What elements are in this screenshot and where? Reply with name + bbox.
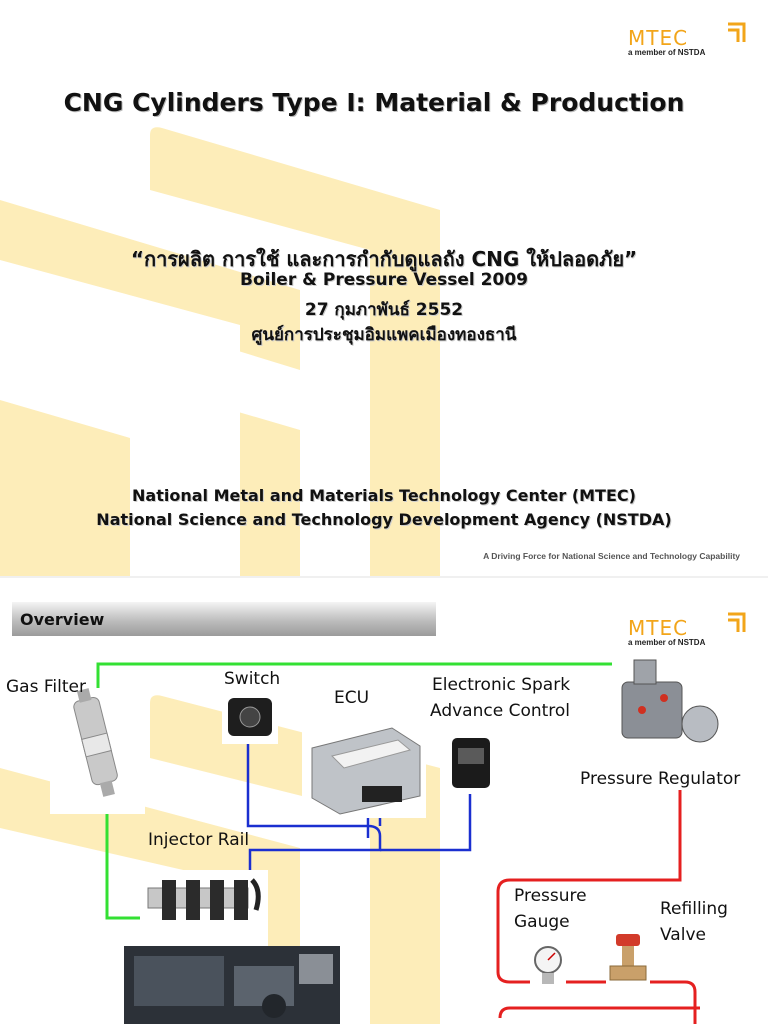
section-header-bar: Overview	[12, 602, 436, 636]
label-injector-rail: Injector Rail	[148, 830, 250, 850]
label-ecu: ECU	[334, 688, 370, 708]
label-pressure-regulator: Pressure Regulator	[580, 769, 741, 789]
label-refilling-line1: Refilling	[660, 899, 728, 919]
label-spark-line2: Advance Control	[430, 701, 571, 721]
engine-bay-image	[124, 946, 340, 1024]
event-venue: ศูนย์การประชุมอิมแพคเมืองทองธานี	[251, 325, 517, 345]
logo-subtitle: a member of NSTDA	[628, 48, 706, 57]
logo-subtitle: a member of NSTDA	[628, 638, 706, 647]
title-slide: MTEC a member of NSTDA CNG Cylinders Typ…	[0, 22, 746, 578]
slide-title: CNG Cylinders Type I: Material & Product…	[63, 88, 685, 117]
gas-lines	[496, 790, 700, 1024]
label-switch: Switch	[224, 669, 281, 689]
label-refilling-line2: Valve	[660, 925, 706, 945]
switch-image	[222, 690, 278, 744]
pressure-regulator-image	[612, 652, 722, 770]
organization-line-1: National Metal and Materials Technology …	[132, 486, 636, 505]
pressure-gauge-image	[530, 944, 566, 986]
injector-rail-image	[140, 870, 268, 946]
overview-slide: Overview MTEC a member of NSTDA	[0, 578, 768, 1024]
logo-wordmark: MTEC	[628, 616, 689, 640]
label-spark-line1: Electronic Spark	[432, 675, 571, 695]
logo-wordmark: MTEC	[628, 26, 689, 50]
label-gas-filter: Gas Filter	[6, 677, 86, 697]
background-logo-art	[0, 127, 440, 578]
label-pressure-gauge-line2: Gauge	[514, 912, 570, 932]
slide-divider	[0, 576, 768, 579]
thai-title: “การผลิต การใช้ และการกำกับดูแลถัง CNG ใ…	[130, 247, 638, 271]
event-name: Boiler & Pressure Vessel 2009	[240, 270, 528, 290]
gas-filter-image	[50, 688, 145, 814]
spark-control-image	[446, 732, 496, 794]
mtec-logo: MTEC a member of NSTDA	[628, 612, 746, 647]
refilling-valve-image	[606, 932, 650, 990]
tagline: A Driving Force for National Science and…	[483, 551, 740, 561]
mtec-logo: MTEC a member of NSTDA	[628, 22, 746, 57]
event-date: 27 กุมภาพันธ์ 2552	[304, 300, 464, 320]
label-pressure-gauge-line1: Pressure	[514, 886, 587, 906]
logo-mark-icon	[728, 612, 746, 632]
organization-line-2: National Science and Technology Developm…	[96, 510, 672, 529]
ecu-image	[302, 718, 426, 818]
section-heading: Overview	[20, 610, 105, 629]
logo-mark-icon	[728, 22, 746, 42]
